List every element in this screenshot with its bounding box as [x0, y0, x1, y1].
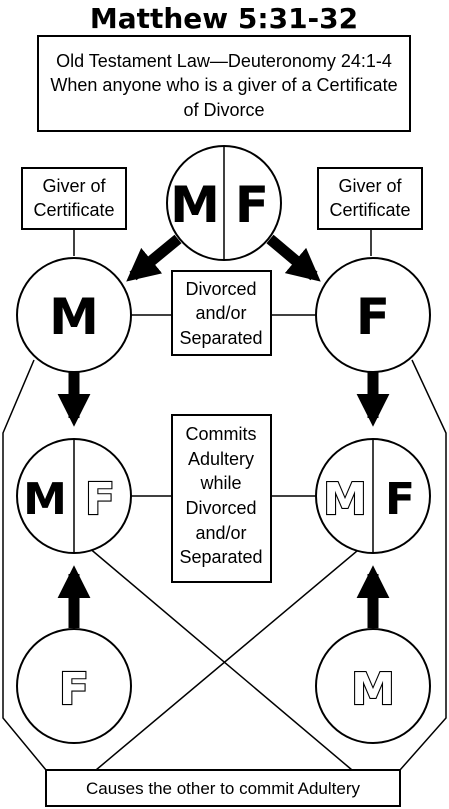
divorced-line-2: and/or — [195, 303, 246, 323]
arrow-top-to-left — [126, 234, 182, 282]
divorced-line-3: Separated — [179, 328, 262, 348]
giver-box-left: Giver of Certificate — [21, 167, 127, 230]
adultery-line-5: and/or — [195, 523, 246, 543]
cross-line-to-right-couple — [95, 524, 389, 771]
giver-right-line-2: Certificate — [329, 200, 410, 220]
header-line-1: Old Testament Law—Deuteronomy 24:1-4 — [56, 51, 392, 71]
bottom-female-letter: F — [59, 664, 89, 715]
bottom-male-letter: M — [351, 664, 395, 715]
divorced-line-1: Divorced — [185, 279, 256, 299]
header-line-2: When anyone who is a giver of a Certific… — [50, 75, 397, 95]
left-couple-circle: M F — [16, 438, 132, 554]
header-line-3: of Divorce — [183, 100, 264, 120]
page-title: Matthew 5:31-32 — [90, 2, 358, 35]
adultery-line-1: Commits — [186, 424, 257, 444]
giver-right-line-1: Giver of — [338, 176, 402, 196]
separated-male-letter: M — [49, 288, 99, 346]
footer-text: Causes the other to commit Adultery — [86, 779, 361, 798]
header-box: Old Testament Law—Deuteronomy 24:1-4 Whe… — [37, 35, 411, 132]
left-couple-female: F — [85, 474, 115, 525]
separated-female-circle: F — [315, 257, 431, 373]
separated-female-letter: F — [356, 288, 390, 346]
right-couple-circle: M F — [315, 438, 431, 554]
top-couple-female: F — [235, 176, 269, 234]
outer-line-left — [2, 359, 47, 771]
giver-left-line-2: Certificate — [33, 200, 114, 220]
bottom-female-circle: F — [16, 628, 132, 744]
outer-line-right — [399, 359, 447, 771]
giver-box-right: Giver of Certificate — [317, 167, 423, 230]
adultery-line-3: while — [199, 473, 241, 493]
top-couple-male: M — [170, 176, 220, 234]
divorced-box: Divorced and/or Separated — [171, 270, 272, 356]
separated-male-circle: M — [16, 257, 132, 373]
left-couple-male: M — [23, 474, 67, 525]
adultery-line-4: Divorced — [185, 498, 256, 518]
giver-left-line-1: Giver of — [42, 176, 106, 196]
footer-box: Causes the other to commit Adultery — [45, 769, 401, 807]
top-couple-circle: M F — [166, 145, 282, 261]
cross-line-to-left-couple — [61, 524, 353, 771]
adultery-line-2: Adultery — [188, 449, 254, 469]
right-couple-male: M — [323, 474, 367, 525]
adultery-line-6: Separated — [179, 547, 262, 567]
arrow-top-to-right — [266, 234, 321, 282]
bottom-male-circle: M — [315, 628, 431, 744]
right-couple-female: F — [385, 474, 415, 525]
adultery-box: Commits Adultery while Divorced and/or S… — [171, 414, 272, 583]
